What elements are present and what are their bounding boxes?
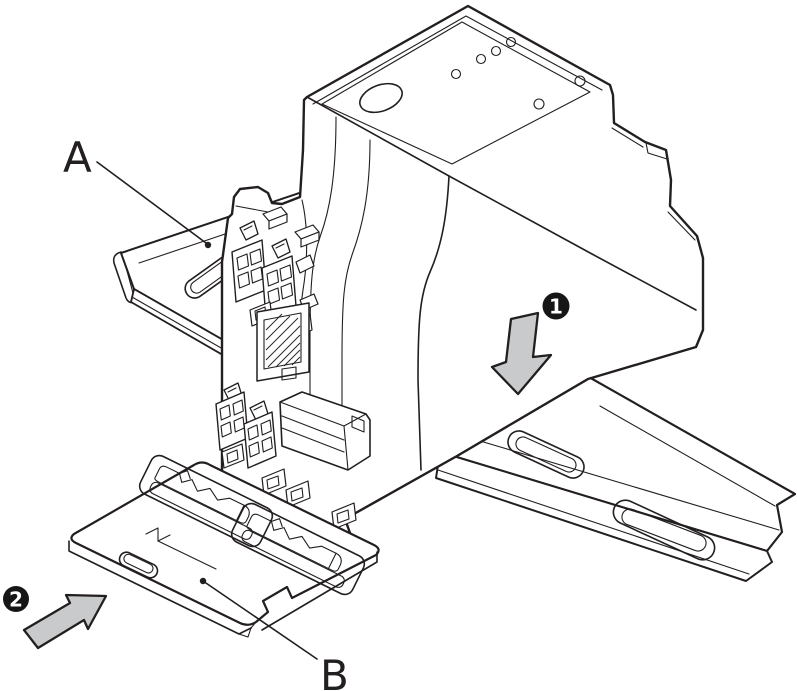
clip-slider-housing xyxy=(279,391,371,471)
top-screw-hole xyxy=(533,98,545,110)
step1: 1 xyxy=(490,292,570,396)
step2-number: 2 xyxy=(9,588,23,612)
step1-number: 1 xyxy=(549,295,563,319)
callout-clip: B xyxy=(199,577,349,691)
clip-spring-2 xyxy=(230,502,366,596)
terminal-block-upper xyxy=(231,206,320,339)
device xyxy=(215,4,705,554)
leader-line-rail xyxy=(96,161,207,244)
leader-dot-clip xyxy=(199,577,207,585)
step1-badge xyxy=(542,292,570,320)
terminal-block-lower xyxy=(215,382,357,530)
din-rail-right xyxy=(435,370,797,582)
step2-badge xyxy=(3,586,29,612)
rj45-port xyxy=(256,302,310,382)
clip-spring-1 xyxy=(138,454,274,548)
top-button xyxy=(359,82,403,114)
label-rail: A xyxy=(63,133,92,182)
step2: 2 xyxy=(3,586,108,650)
callout-rail: A xyxy=(63,133,212,249)
retainer-clip xyxy=(68,454,380,638)
arrow-down-icon xyxy=(490,311,553,396)
arrow-right-icon xyxy=(22,593,108,650)
leader-line-clip xyxy=(202,580,318,660)
top-screw-hole xyxy=(574,75,586,87)
label-clip: B xyxy=(320,651,349,691)
led-indicators xyxy=(450,36,517,80)
leader-dot-rail xyxy=(204,241,212,249)
rj45-hatch xyxy=(265,313,301,368)
